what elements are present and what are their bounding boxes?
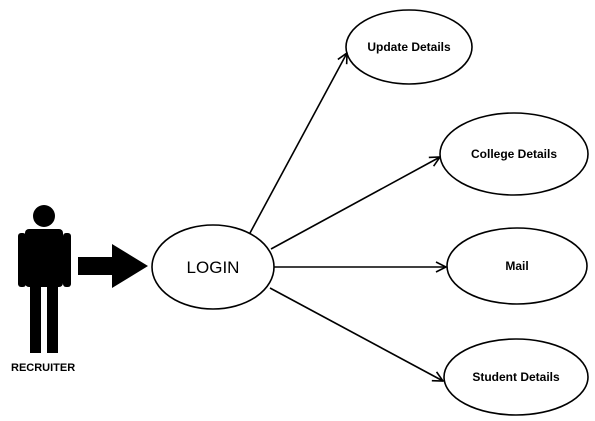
recruiter-actor-icon — [18, 205, 71, 353]
arrow-to-college-details — [270, 157, 440, 250]
update-details-label: Update Details — [367, 40, 451, 54]
student-details-label: Student Details — [472, 370, 560, 384]
college-details-ellipse — [439, 112, 589, 196]
arrow-to-update-details — [249, 53, 347, 234]
arrow-to-student-details — [269, 287, 443, 381]
mail-ellipse — [446, 227, 588, 305]
college-details-label: College Details — [470, 147, 558, 161]
actor-to-login-arrow — [78, 244, 148, 288]
mail-label: Mail — [505, 259, 529, 273]
recruiter-label: RECRUITER — [11, 362, 76, 374]
login-label: LOGIN — [186, 258, 240, 277]
update-details-ellipse — [345, 9, 473, 85]
